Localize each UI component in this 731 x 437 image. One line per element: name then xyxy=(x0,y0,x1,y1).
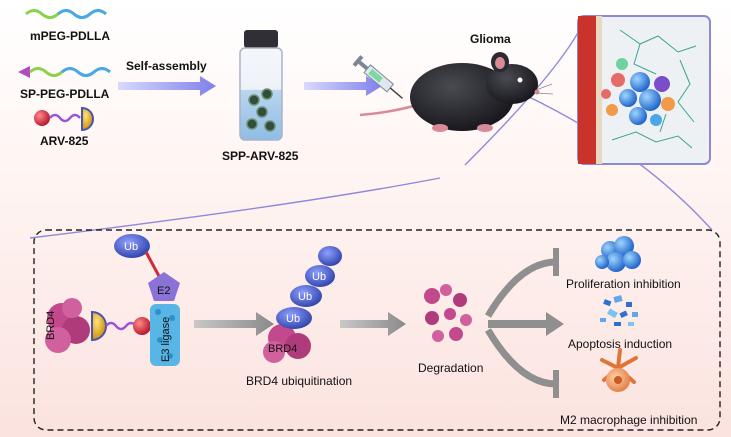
mouse-icon: Glioma xyxy=(359,32,554,132)
glioma-label: Glioma xyxy=(470,32,511,46)
arv-molecule: ARV-825 xyxy=(34,106,94,148)
fragmented-cells-icon xyxy=(600,295,638,326)
ub-e2-link xyxy=(144,251,162,279)
inhibit-arrow-proliferation xyxy=(484,258,557,318)
ub-node: Ub xyxy=(114,234,150,258)
step-arrow-2 xyxy=(340,312,406,336)
zoom-line-upper xyxy=(464,24,583,166)
arv-label: ARV-825 xyxy=(40,134,89,148)
polymer-sp-peg: SP-PEG-PDLLA xyxy=(18,66,111,101)
macrophage-icon xyxy=(600,348,638,392)
ub-chain-1-label: Ub xyxy=(286,313,300,325)
e3-label: E3 ligase xyxy=(160,317,172,362)
e2-label: E2 xyxy=(157,285,170,297)
ubiquitination-label: BRD4 ubiquitination xyxy=(246,374,352,388)
tumor-inset xyxy=(577,15,711,165)
arrow-apoptosis xyxy=(488,312,564,336)
inhibit-arrow-macrophage xyxy=(484,328,557,388)
syringe-icon xyxy=(352,55,403,99)
outcome-2-label: Apoptosis induction xyxy=(568,337,672,351)
degradation-label: Degradation xyxy=(418,361,483,375)
outcome-1-label: Proliferation inhibition xyxy=(566,277,681,291)
polymer-mpeg: mPEG-PDLLA xyxy=(25,9,110,43)
step-arrow-1 xyxy=(194,312,274,336)
zoom-line-left xyxy=(29,177,441,239)
outcome-3-label: M2 macrophage inhibition xyxy=(560,413,697,427)
mechanism-box xyxy=(33,229,721,431)
brd4-center-label: BRD4 xyxy=(268,343,297,355)
vial-label: SPP-ARV-825 xyxy=(222,149,299,163)
tumor-mass xyxy=(601,58,675,126)
injection-arrow xyxy=(304,76,382,96)
ubiquitinated-brd4: BRD4 Ub Ub Ub BRD4 ubiquitination xyxy=(246,246,352,388)
e3-ligase: E3 ligase xyxy=(150,304,180,366)
ub-top-label: Ub xyxy=(124,241,138,253)
degraded-fragments: Degradation xyxy=(418,284,483,375)
brd4-left-label: BRD4 xyxy=(45,311,57,340)
self-assembly-arrow: Self-assembly xyxy=(118,59,216,96)
tumor-cluster-icon xyxy=(595,236,641,272)
e2-enzyme: E2 xyxy=(148,272,180,301)
ub-chain-3-label: Ub xyxy=(312,271,326,283)
nanoparticle-icons xyxy=(246,88,276,132)
brd4-protein-left: BRD4 xyxy=(45,298,90,353)
protac-molecule xyxy=(91,310,151,342)
sp-peg-label: SP-PEG-PDLLA xyxy=(20,87,110,101)
ub-chain-2-label: Ub xyxy=(298,291,312,303)
mpeg-label: mPEG-PDLLA xyxy=(30,29,110,43)
neuron-network xyxy=(611,29,697,149)
self-assembly-label: Self-assembly xyxy=(126,59,207,73)
nanoparticle-vial: SPP-ARV-825 xyxy=(222,30,299,163)
